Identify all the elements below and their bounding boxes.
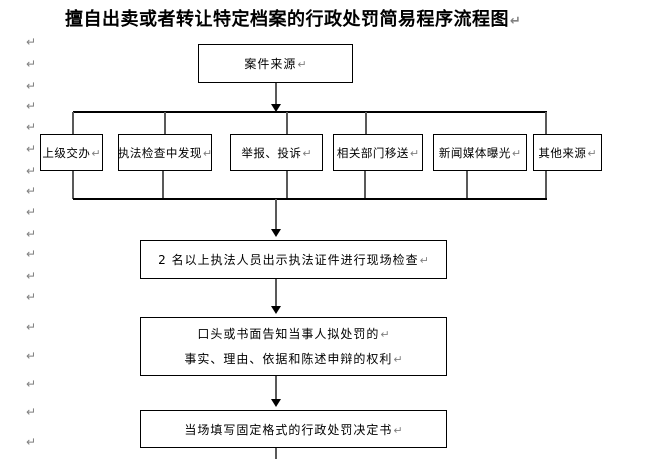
paragraph-return-mark: ↵: [26, 247, 37, 261]
paragraph-return-mark: ↵: [419, 254, 429, 267]
connector-notify-to-decision: [275, 376, 277, 401]
paragraph-return-mark: ↵: [26, 79, 37, 93]
down-arrowhead-icon: [271, 104, 281, 112]
paragraph-return-mark: ↵: [26, 120, 37, 134]
connector-inspection-to-notify: [275, 279, 277, 308]
connector-top-drop-1: [72, 112, 74, 136]
flow-node-inspection-discovery: 执法检查中发现↵: [118, 134, 212, 171]
flow-node-superior-assignment: 上级交办↵: [40, 134, 103, 171]
paragraph-return-mark: ↵: [511, 146, 522, 160]
paragraph-return-mark: ↵: [26, 320, 37, 334]
down-arrowhead-icon: [271, 229, 281, 237]
connector-source-to-bus: [275, 83, 277, 106]
flow-node-notify-rights: 口头或书面告知当事人拟处罚的↵ 事实、理由、依据和陈述申辩的权利↵: [140, 317, 447, 376]
down-arrowhead-icon: [271, 399, 281, 407]
paragraph-return-mark: ↵: [26, 269, 37, 283]
paragraph-return-mark: ↵: [26, 290, 37, 304]
connector-top-bus: [73, 111, 547, 113]
paragraph-return-mark: ↵: [26, 99, 37, 113]
paragraph-return-mark: ↵: [393, 352, 403, 366]
paragraph-return-mark: ↵: [26, 57, 37, 71]
paragraph-return-mark: ↵: [297, 58, 307, 71]
paragraph-return-mark: ↵: [26, 435, 37, 449]
down-arrowhead-icon: [271, 306, 281, 314]
paragraph-return-mark: ↵: [26, 164, 37, 178]
paragraph-return-mark: ↵: [26, 142, 37, 156]
connector-bottom-drop-2: [162, 171, 164, 199]
connector-bottom-bus: [73, 198, 547, 200]
paragraph-return-mark: ↵: [202, 146, 213, 160]
flow-node-penalty-decision: 当场填写固定格式的行政处罚决定书↵: [140, 410, 447, 448]
flow-node-onsite-inspection: 2 名以上执法人员出示执法证件进行现场检查↵: [140, 240, 447, 279]
connector-top-drop-4: [365, 112, 367, 136]
connector-top-drop-3: [286, 112, 288, 136]
paragraph-return-mark: ↵: [91, 146, 101, 160]
connector-bottom-drop-4: [364, 171, 366, 199]
paragraph-return-mark: ↵: [587, 146, 597, 160]
paragraph-return-mark: ↵: [409, 146, 420, 160]
paragraph-return-mark: ↵: [510, 14, 521, 29]
connector-top-drop-2: [164, 112, 166, 136]
connector-bus-to-inspection: [275, 199, 277, 231]
paragraph-return-mark: ↵: [393, 423, 403, 437]
flow-node-case-source: 案件来源↵: [198, 44, 353, 83]
page-title: 擅自出卖或者转让特定档案的行政处罚简易程序流程图↵: [0, 5, 586, 31]
flow-node-report-complaint: 举报、投诉↵: [230, 134, 323, 171]
connector-bottom-drop-3: [286, 171, 288, 199]
paragraph-return-mark: ↵: [26, 405, 37, 419]
connector-bottom-drop-1: [72, 171, 74, 199]
paragraph-return-mark: ↵: [26, 205, 37, 219]
connector-bottom-drop-5: [466, 171, 468, 199]
connector-decision-tail: [275, 448, 277, 459]
paragraph-return-mark: ↵: [26, 349, 37, 363]
page-title-text: 擅自出卖或者转让特定档案的行政处罚简易程序流程图: [65, 9, 510, 30]
paragraph-return-mark: ↵: [26, 35, 37, 49]
paragraph-return-mark: ↵: [380, 327, 390, 341]
paragraph-return-mark: ↵: [26, 227, 37, 241]
flow-node-other-sources: 其他来源↵: [533, 134, 602, 171]
paragraph-return-mark: ↵: [302, 146, 312, 160]
flow-node-media-exposure: 新闻媒体曝光↵: [433, 134, 527, 171]
flow-node-department-transfer: 相关部门移送↵: [333, 134, 423, 171]
paragraph-return-mark: ↵: [26, 377, 37, 391]
paragraph-return-mark: ↵: [26, 184, 37, 198]
